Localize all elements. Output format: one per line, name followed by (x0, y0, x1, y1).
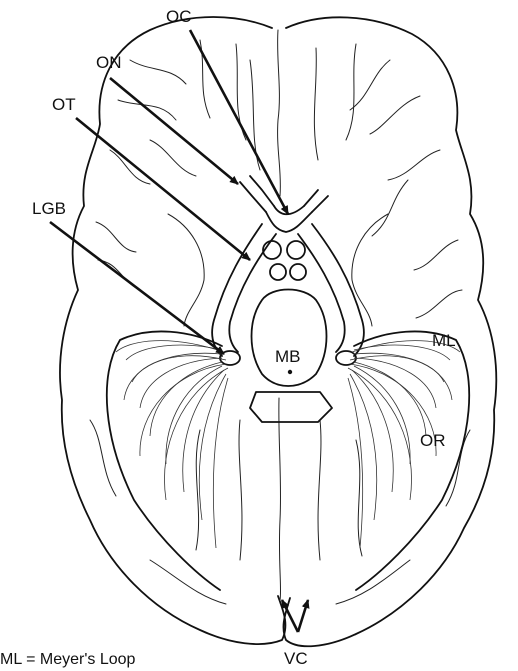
label-on: ON (96, 53, 122, 72)
brainstem-section (250, 392, 332, 422)
lateral-geniculate-body-right (336, 351, 356, 365)
optic-nerve-right (304, 190, 328, 212)
label-oc: OC (166, 7, 192, 26)
label-or: OR (420, 431, 446, 450)
optic-radiation-left (107, 331, 228, 590)
annotation-arrows (50, 30, 308, 632)
label-mb: MB (275, 347, 301, 366)
label-ml: ML (432, 331, 456, 350)
label-vc: VC (284, 649, 308, 668)
arrow-ot (76, 118, 250, 260)
optic-nerve-left (240, 176, 274, 212)
label-ot: OT (52, 95, 76, 114)
arrow-oc (190, 30, 288, 214)
right-hemisphere-outline (283, 17, 496, 646)
arrow-on (110, 78, 238, 184)
brain-outline (60, 17, 496, 646)
optic-tract-right (298, 224, 364, 356)
optic-chiasm (266, 206, 312, 232)
legend-text: ML = Meyer's Loop (0, 651, 136, 668)
arrow-vc-right (298, 600, 308, 632)
labels: OC ON OT LGB MB ML OR VC ML = Meyer's Lo… (0, 7, 456, 668)
longitudinal-fissure-occipital (279, 398, 281, 600)
label-lgb: LGB (32, 199, 66, 218)
longitudinal-fissure-frontal (278, 30, 281, 196)
